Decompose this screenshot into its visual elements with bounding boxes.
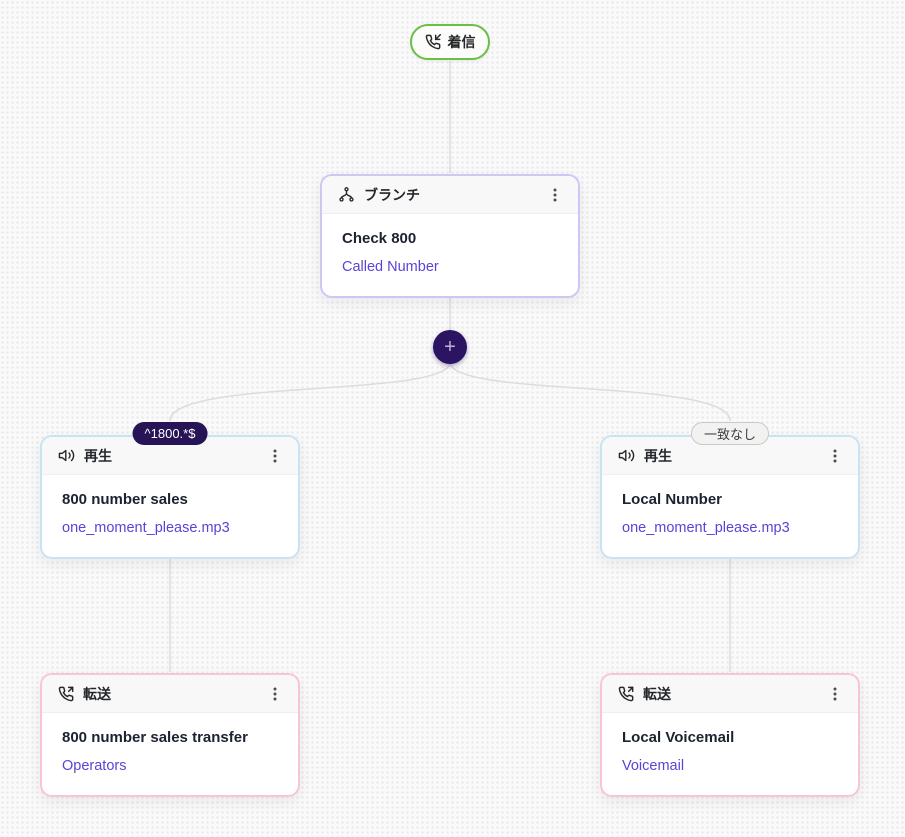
- add-node-button[interactable]: +: [433, 330, 467, 364]
- node-card-header: 転送: [602, 675, 858, 713]
- node-type-label: 転送: [643, 685, 671, 702]
- node-card-header: ブランチ: [322, 176, 578, 214]
- node-detail-link[interactable]: Voicemail: [622, 758, 685, 774]
- node-card-body: Check 800 Called Number: [322, 214, 578, 296]
- phone-outgoing-icon: [618, 686, 634, 702]
- node-detail-link[interactable]: Operators: [62, 758, 127, 774]
- node-card-transfer-800[interactable]: 転送 800 number sales transfer Operators: [40, 673, 300, 797]
- branch-match-pill: ^1800.*$: [132, 422, 208, 445]
- node-card-transfer-local[interactable]: 転送 Local Voicemail Voicemail: [600, 673, 860, 797]
- node-card-play-local[interactable]: 再生 Local Number one_moment_please.mp3: [600, 435, 860, 559]
- kebab-menu-icon[interactable]: [266, 684, 284, 704]
- node-card-body: Local Number one_moment_please.mp3: [602, 475, 858, 557]
- node-detail-link[interactable]: Called Number: [342, 259, 439, 275]
- node-title: Check 800: [342, 230, 417, 247]
- node-type-label: 再生: [644, 447, 672, 464]
- node-card-branch[interactable]: ブランチ Check 800 Called Number: [320, 174, 580, 298]
- node-detail-link[interactable]: one_moment_please.mp3: [62, 520, 230, 536]
- node-detail-link[interactable]: one_moment_please.mp3: [622, 520, 790, 536]
- kebab-menu-icon[interactable]: [266, 446, 284, 466]
- phone-incoming-icon: [425, 34, 441, 50]
- node-card-body: Local Voicemail Voicemail: [602, 713, 858, 795]
- node-type-label: 再生: [84, 447, 112, 464]
- node-card-body: 800 number sales transfer Operators: [42, 713, 298, 795]
- branch-no-match-pill: 一致なし: [690, 422, 770, 445]
- node-card-header: 転送: [42, 675, 298, 713]
- node-type-label: ブランチ: [364, 186, 420, 203]
- kebab-menu-icon[interactable]: [546, 185, 564, 205]
- node-title: Local Number: [622, 491, 723, 508]
- node-card-play-800[interactable]: 再生 800 number sales one_moment_please.mp…: [40, 435, 300, 559]
- phone-outgoing-icon: [58, 686, 74, 702]
- kebab-menu-icon[interactable]: [826, 446, 844, 466]
- trigger-label: 着信: [447, 34, 476, 50]
- node-type-label: 転送: [83, 685, 111, 702]
- node-title: 800 number sales transfer: [62, 729, 248, 746]
- branch-icon: [338, 186, 355, 203]
- node-title: 800 number sales: [62, 491, 188, 508]
- node-title: Local Voicemail: [622, 729, 735, 746]
- volume-icon: [58, 447, 75, 464]
- node-card-body: 800 number sales one_moment_please.mp3: [42, 475, 298, 557]
- volume-icon: [618, 447, 635, 464]
- incoming-call-trigger-node[interactable]: 着信: [410, 24, 490, 60]
- kebab-menu-icon[interactable]: [826, 684, 844, 704]
